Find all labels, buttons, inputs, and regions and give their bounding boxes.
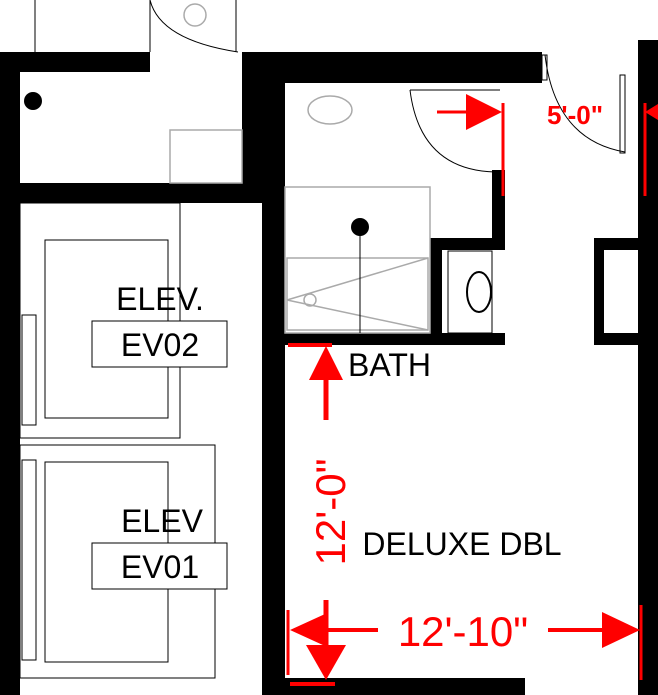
toilet-icon [307,95,353,125]
dimension-door-width: 5'-0" [437,94,658,196]
shower-tray [169,129,243,184]
elevator-ev02-label: ELEV. [116,281,204,317]
column-marker-icon [24,92,42,110]
top-left-door [34,0,239,53]
entry-door [541,54,626,154]
door-width-label: 5'-0" [547,100,603,130]
bath-door-swing [409,89,496,173]
arrow-left-icon [645,104,658,120]
elevator-ev01-tag: EV01 [121,549,199,585]
arrow-left-icon [290,614,325,646]
elevator-ev01-tag-box [91,542,228,590]
elevator-ev02-tag-box [91,320,228,368]
bath-fixtures [284,89,500,334]
sink-icon [466,271,492,313]
arrow-right-icon [602,612,640,648]
arrow-up-icon [309,346,343,380]
room-depth-label: 12'-0" [307,459,354,566]
room-width-label: 12'-10" [398,608,528,655]
bath-label: BATH [348,347,431,383]
elevator-ev01-label: ELEV [121,503,203,539]
shower-icon [286,257,429,331]
arrow-right-icon [466,94,502,130]
walls [0,40,658,695]
elevator-ev02-tag: EV02 [121,327,199,363]
room-label: DELUXE DBL [362,526,561,562]
dimension-room-width: 12'-10" [286,605,643,680]
arrow-down-icon [306,645,346,680]
dimension-room-depth: 12'-0" [288,343,354,686]
